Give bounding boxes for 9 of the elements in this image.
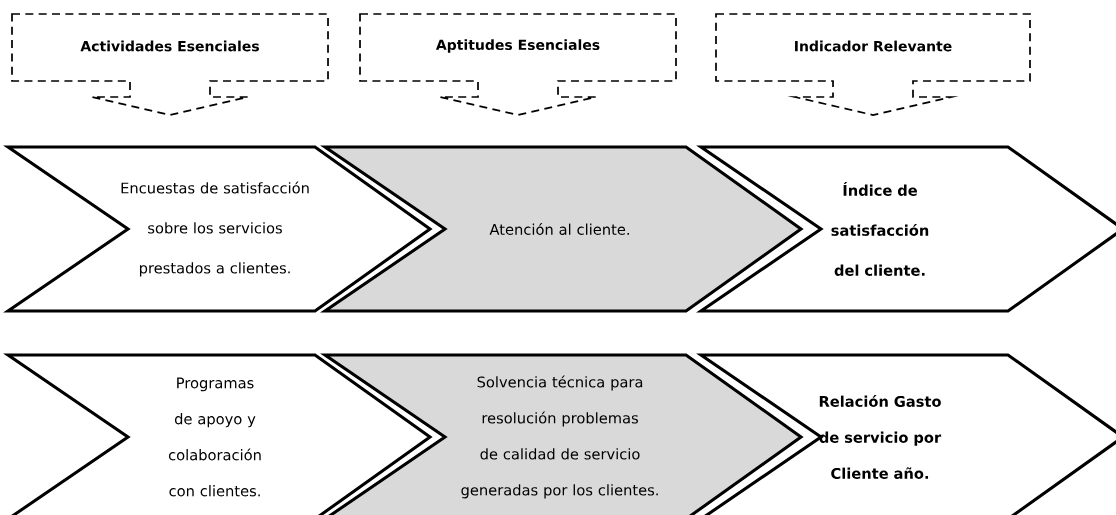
callout-box: Indicador Relevante [715, 13, 1031, 116]
chevron-panel: Atención al cliente. [320, 145, 804, 313]
chevron-panel: Programas de apoyo y colaboración con clientes. [3, 353, 433, 515]
chevron-panel: Encuestas de satisfacción sobre los servicios prestados a clientes. [3, 145, 433, 313]
callout-box: Aptitudes Esenciales [359, 13, 677, 116]
chevron-panel: Relación Gasto de servicio por Cliente año. [696, 353, 1116, 515]
chevron-panel: Índice de satisfacción del cliente. [696, 145, 1116, 313]
callout-box: Actividades Esenciales [11, 13, 329, 116]
chevron-panel: Solvencia técnica para resolución problemas de calidad de servicio generadas por los clientes. [320, 353, 804, 515]
